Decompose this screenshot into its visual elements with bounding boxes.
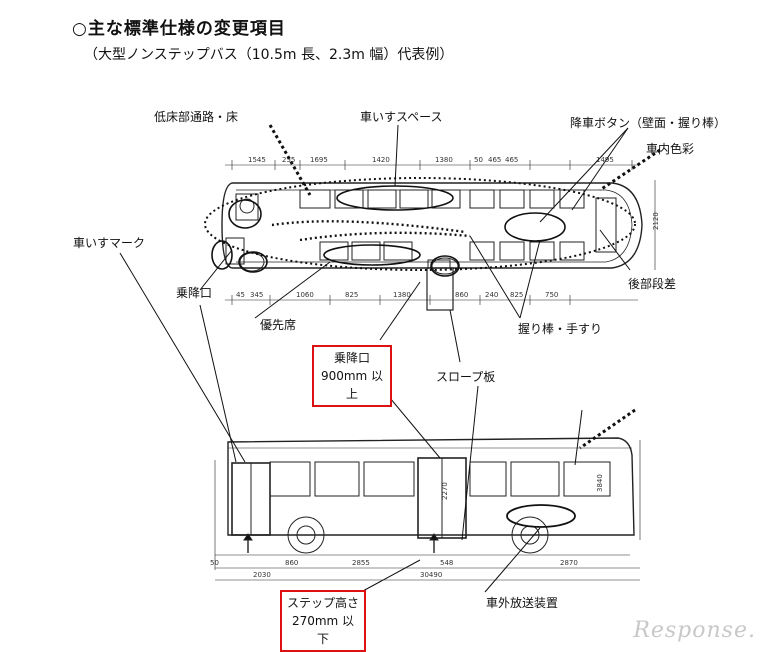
dim-255: 255	[282, 156, 295, 164]
dim-465b: 465	[505, 156, 518, 164]
door-width-label: 乗降口	[333, 351, 370, 365]
dim-50s: 50	[210, 559, 219, 567]
label-external-speaker: 車外放送装置	[486, 596, 559, 610]
door-width-box: 乗降口 900mm 以上	[312, 345, 392, 407]
plan-leaders	[199, 124, 661, 363]
response-logo: Response.	[633, 618, 756, 643]
dim-2030: 2030	[253, 571, 271, 579]
dim-1420: 1420	[372, 156, 390, 164]
dim-1695: 1695	[310, 156, 328, 164]
dim-30490: 30490	[420, 571, 442, 579]
step-height-box: ステップ高さ 270mm 以下	[280, 590, 366, 652]
plan-highlights	[204, 177, 636, 277]
dim-2855: 2855	[352, 559, 370, 567]
side-highlights	[506, 504, 576, 528]
side-view	[214, 437, 641, 581]
label-wheelchair-mark: 車いすマーク	[73, 236, 146, 250]
dim-2870: 2870	[560, 559, 578, 567]
dim-345: 345	[250, 291, 263, 299]
step-height-value: 270mm 以下	[291, 614, 355, 646]
label-priority-seat: 優先席	[260, 318, 297, 332]
label-handrail: 握り棒・手すり	[518, 322, 603, 336]
dim-860s: 860	[285, 559, 298, 567]
dim-2270: 2270	[441, 482, 449, 500]
dim-825b: 825	[510, 291, 523, 299]
label-interior-color: 車内色彩	[646, 142, 695, 156]
dim-1495: 1495	[596, 156, 614, 164]
dim-825a: 825	[345, 291, 358, 299]
dim-45: 45	[236, 291, 245, 299]
dim-750: 750	[545, 291, 558, 299]
dim-1380: 1380	[435, 156, 453, 164]
side-dimensions: 2270 3840 860 2855 548 2030 2870 30490 5…	[210, 474, 604, 579]
dim-1060: 1060	[296, 291, 314, 299]
side-leaders	[119, 252, 636, 599]
step-height-label: ステップ高さ	[286, 596, 359, 610]
label-rear-step: 後部段差	[628, 277, 677, 291]
label-slope-board: スロープ板	[436, 370, 496, 384]
dim-3840: 3840	[596, 474, 604, 492]
door-width-value: 900mm 以上	[320, 369, 384, 401]
dim-860: 860	[455, 291, 468, 299]
page-subtitle: （大型ノンステップバス（10.5m 長、2.3m 幅）代表例）	[84, 47, 454, 63]
dim-240: 240	[485, 291, 498, 299]
dim-2120: 2120	[652, 212, 660, 230]
page-title: ○主な標準仕様の変更項目	[72, 19, 286, 39]
label-floor: 低床部通路・床	[154, 110, 239, 124]
dim-1380b: 1380	[393, 291, 411, 299]
plan-view	[221, 160, 656, 311]
label-entrance: 乗降口	[176, 286, 213, 300]
dim-50: 50	[474, 156, 483, 164]
dim-1545: 1545	[248, 156, 266, 164]
label-wheelchair-space: 車いすスペース	[360, 110, 443, 124]
plan-dimensions: 1545 255 1695 1420 1380 50 465 465 1495 …	[236, 156, 660, 299]
label-stop-button: 降車ボタン（壁面・握り棒）	[570, 116, 727, 130]
dim-465a: 465	[488, 156, 501, 164]
dim-548: 548	[440, 559, 453, 567]
